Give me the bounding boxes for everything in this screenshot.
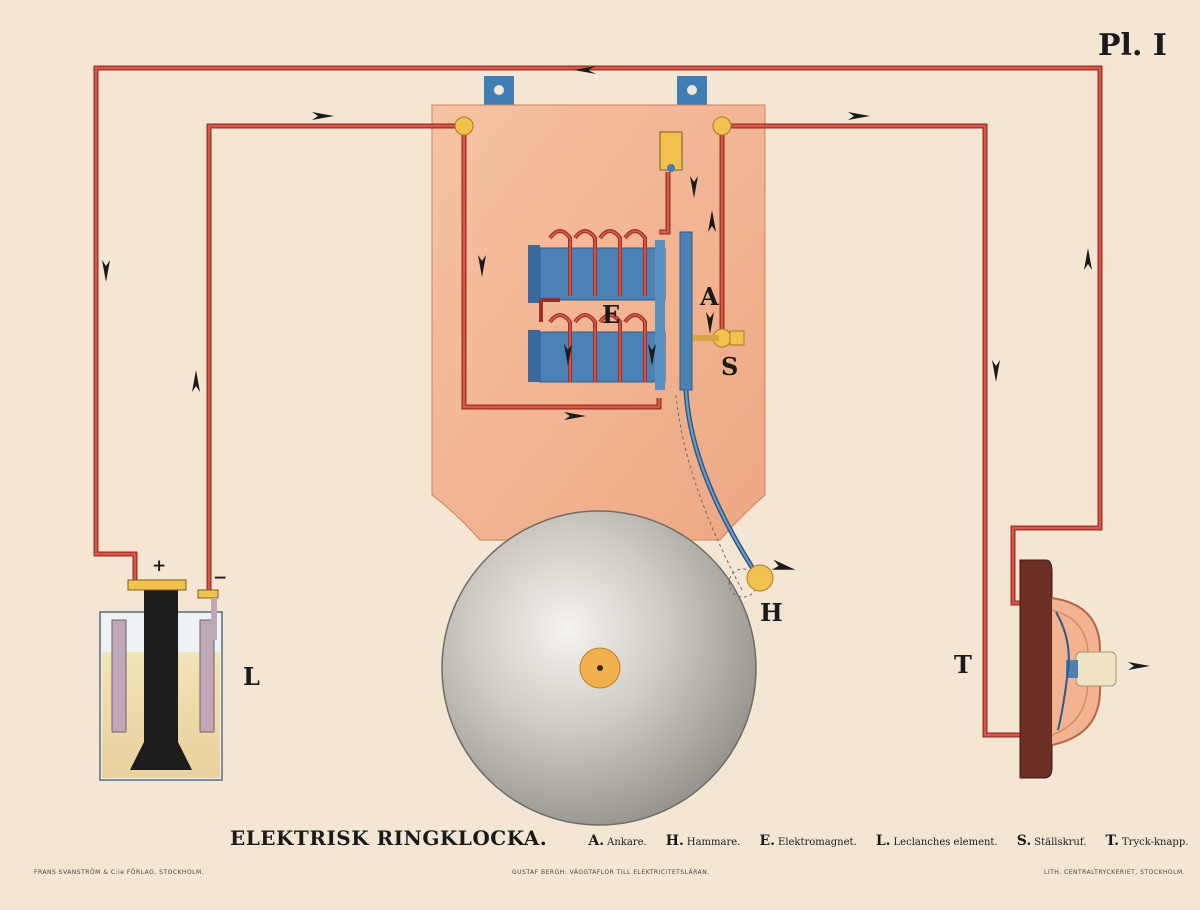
label-minus: − xyxy=(213,568,228,588)
legend-text: Tryck-knapp. xyxy=(1122,837,1189,848)
legend-key: E. xyxy=(759,833,776,849)
label-l: L xyxy=(243,662,260,691)
terminal-left xyxy=(454,116,474,136)
legend-text: Ställskruf. xyxy=(1034,837,1087,848)
legend-key: H. xyxy=(665,833,684,849)
legend-text: Leclanches element. xyxy=(893,837,998,848)
push-button xyxy=(1019,559,1117,779)
footer-printer: LITH. CENTRALTRYCKERIET, STOCKHOLM. xyxy=(1044,869,1186,876)
electromagnet xyxy=(528,229,666,390)
label-s: S xyxy=(721,352,739,381)
label-h: H xyxy=(760,598,783,627)
hammer-head xyxy=(746,564,774,592)
legend-title: ELEKTRISK RINGKLOCKA. xyxy=(230,826,548,850)
legend-key: A. xyxy=(588,833,605,849)
legend-key: S. xyxy=(1016,833,1032,849)
terminal-right xyxy=(712,116,732,136)
mounting-brackets xyxy=(484,76,707,106)
label-e: E xyxy=(602,300,621,329)
adjusting-screw xyxy=(693,328,745,348)
legend-text: Hammare. xyxy=(686,837,741,848)
pushbutton-wire xyxy=(722,123,1050,738)
armature xyxy=(679,231,693,391)
wooden-baseboard xyxy=(431,104,766,541)
current-arrows xyxy=(102,66,1150,670)
legend-text: Elektromagnet. xyxy=(778,837,857,848)
footer-series: GUSTAF BERGH: VÄGGTAFLOR TILL ELEKTRICIT… xyxy=(512,869,710,876)
legend-key: L. xyxy=(875,833,891,849)
plate-number: Pl. I xyxy=(1098,28,1167,63)
footer-publisher: FRANS SVANSTRÖM & C:ie FÖRLAG, STOCKHOLM… xyxy=(34,869,205,876)
label-a: A xyxy=(700,282,719,311)
label-t: T xyxy=(954,650,972,679)
label-plus: + xyxy=(152,556,167,576)
legend-key: T. xyxy=(1105,833,1120,849)
leclanche-cell xyxy=(99,579,223,781)
legend-text: Ankare. xyxy=(607,837,647,848)
legend: ELEKTRISK RINGKLOCKA. A.Ankare. H.Hammar… xyxy=(230,826,1188,850)
